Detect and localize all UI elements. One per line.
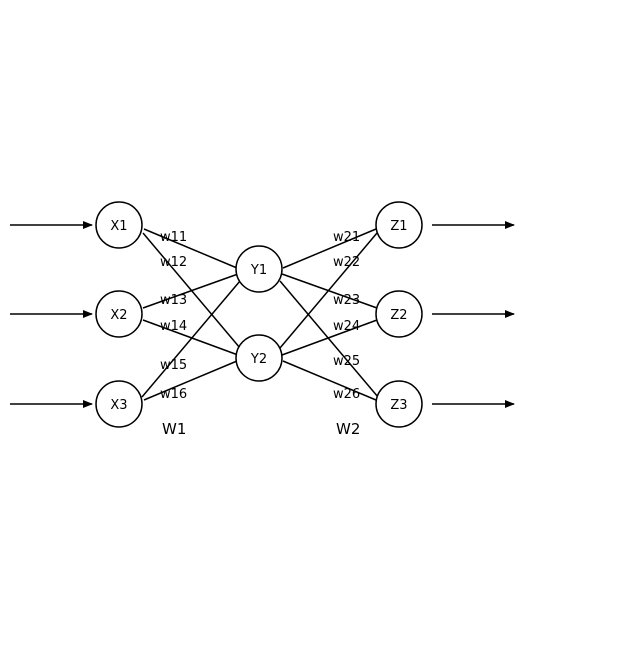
output-node-z1: Z1 bbox=[376, 202, 422, 248]
input-node-x1: X1 bbox=[96, 202, 142, 248]
edge-x3-y2 bbox=[144, 361, 237, 400]
hidden-node-y1: Y1 bbox=[236, 246, 282, 292]
edge-x2-y1 bbox=[143, 274, 238, 308]
input-node-label: X1 bbox=[110, 219, 127, 234]
edge-x1-y1 bbox=[144, 229, 237, 268]
weight-label-w24: w24 bbox=[333, 319, 360, 334]
edge-y1-z1 bbox=[283, 229, 376, 268]
weight-label-w14: w14 bbox=[160, 319, 187, 334]
weight-label-w26: w26 bbox=[333, 387, 360, 402]
weight-label-w13: w13 bbox=[160, 293, 187, 308]
group-label-w2: W2 bbox=[336, 420, 360, 438]
output-node-z2: Z2 bbox=[376, 291, 422, 337]
edge-y2-z2 bbox=[282, 320, 377, 355]
output-node-label: Z2 bbox=[390, 308, 407, 323]
hidden-node-label: Y2 bbox=[250, 352, 267, 367]
input-node-x3: X3 bbox=[96, 381, 142, 427]
output-node-label: Z3 bbox=[390, 398, 407, 413]
weight-label-w12: w12 bbox=[160, 255, 187, 270]
edge-y1-z2 bbox=[282, 274, 377, 308]
edge-y2-z3 bbox=[283, 361, 376, 400]
weight-label-w25: w25 bbox=[333, 354, 360, 369]
input-node-x2: X2 bbox=[96, 291, 142, 337]
group-label-w1: W1 bbox=[162, 420, 186, 438]
weight-label-w16: w16 bbox=[160, 387, 187, 402]
hidden-node-label: Y1 bbox=[250, 263, 267, 278]
hidden-node-y2: Y2 bbox=[236, 335, 282, 381]
input-node-label: X2 bbox=[110, 308, 127, 323]
weight-label-w11: w11 bbox=[160, 230, 187, 245]
weight-label-w22: w22 bbox=[333, 255, 360, 270]
output-node-label: Z1 bbox=[390, 219, 407, 234]
weight-label-w15: w15 bbox=[160, 358, 187, 373]
edge-y2-z1 bbox=[280, 233, 377, 348]
input-node-label: X3 bbox=[110, 398, 127, 413]
weight-label-w21: w21 bbox=[333, 230, 360, 245]
weight-label-w23: w23 bbox=[333, 293, 360, 308]
output-node-z3: Z3 bbox=[376, 381, 422, 427]
edge-x2-y2 bbox=[143, 320, 238, 355]
